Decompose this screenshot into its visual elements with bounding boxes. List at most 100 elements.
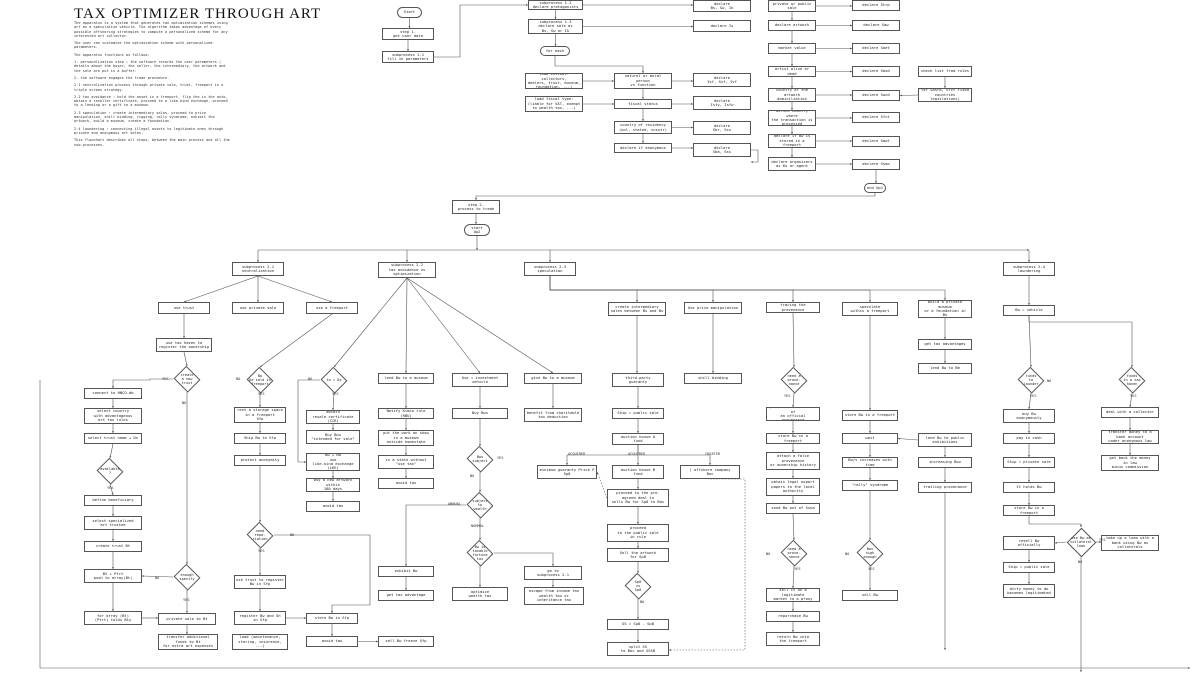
process-box-bwvalue: Bw/v increases with time [842, 457, 898, 468]
connector-arrowhead [1131, 365, 1133, 367]
process-box-obtainreseller: obtain resale certificate (CCR) [306, 410, 360, 424]
decision-node-dLaunder: funds to launder [1017, 366, 1045, 394]
connector-arrowhead [183, 336, 185, 338]
connector-arrowhead [1028, 560, 1030, 562]
intro-paragraph: 1. personalization step : the software r… [74, 60, 226, 73]
process-box-ship3: Ship = public sale [1003, 562, 1055, 573]
decision-node-dProve: need a prove- nance [780, 366, 808, 394]
process-box-loadmaint: load (maintenance, storing, insurance, .… [232, 634, 288, 650]
process-box-dSaet: declare Saet [852, 43, 900, 54]
decision-label: Bwv high enough [863, 546, 877, 560]
process-box-escape: escape from income tax wealth tax or inh… [524, 587, 584, 605]
connector-arrowhead [112, 406, 114, 408]
process-box-sub22: subprocess 2.2 tax avoidance vs optimiza… [378, 262, 436, 278]
connector-arrowhead [850, 163, 852, 165]
process-box-dSasd: declare Sasd [852, 66, 900, 77]
decision-label: need repa- riation [252, 528, 268, 542]
process-box-buildmuseum: build a private museum or a foundation i… [918, 300, 972, 318]
process-box-optimize: optimize wealth tax [452, 587, 508, 601]
intro-paragraph: The apparatus functions as follows: [74, 52, 150, 57]
process-box-sub21: subprocess 2.1 neutralization [232, 262, 284, 276]
edge-label: YES [332, 392, 339, 396]
connector-arrowhead [1080, 525, 1082, 527]
decision-label: Sp8 vs Sp8 [634, 579, 642, 593]
process-box-takeloan: take up a loan with a bank using Bw as c… [1101, 535, 1159, 551]
connector-arrowhead [112, 567, 114, 569]
connector-arrowhead [332, 499, 334, 501]
connector-arrowhead [898, 437, 901, 440]
connector-line [112, 378, 173, 388]
decision-label: enough specify [179, 572, 195, 581]
connector-line [39, 380, 1190, 669]
connector-arrowhead [637, 571, 639, 573]
connector-arrowhead [142, 575, 145, 578]
edge-label: NO [308, 377, 313, 381]
connector-arrowhead [334, 364, 336, 367]
connector-arrowhead [691, 4, 693, 6]
connector-arrowhead [869, 455, 871, 457]
connector-line [1028, 516, 1082, 527]
decision-node-dCollat: use Bw as collateral loan [1066, 527, 1096, 557]
connector-arrowhead [642, 97, 644, 99]
process-box-benefit: benefit from charitable tax deduction [524, 408, 582, 422]
connector-arrowhead [185, 363, 188, 366]
connector-arrowhead [792, 300, 794, 302]
process-box-market: market value [768, 43, 816, 54]
connector-arrowhead [691, 147, 693, 149]
connector-arrowhead [332, 428, 334, 430]
process-box-wait: wait [842, 433, 898, 444]
process-box-selectcountry: select country with advantageous art tax… [84, 408, 142, 424]
connector-arrowhead [791, 64, 793, 66]
edge-label: NO [845, 552, 850, 556]
connector-arrowhead [1029, 364, 1032, 367]
connector-arrowhead [376, 640, 378, 643]
decision-node-dSubject: subject to wealth [466, 491, 494, 519]
process-box-buybw2: buy Bw anonymously [1003, 409, 1055, 423]
connector-arrowhead [669, 649, 671, 651]
process-box-likekind: Bw + Bw use like-kind exchange (LKE) [306, 453, 360, 471]
connector-line [406, 277, 554, 374]
process-box-payincash: pay in cash [1003, 433, 1055, 444]
connector-arrowhead [405, 564, 407, 566]
connector-arrowhead [869, 538, 871, 540]
process-box-collector: deal with a collector [1101, 407, 1159, 418]
decision-label: available ? [100, 466, 120, 475]
process-box-sendbw: send Bw out of Ssna [766, 503, 820, 514]
decision-label: Bws subject [472, 454, 488, 463]
connector-line [297, 379, 320, 463]
decision-node-dAvail: available ? [96, 457, 124, 485]
process-box-avoidtax: avoid tax [306, 636, 358, 647]
process-box-createinter: create intermediary sales between Bs and… [608, 302, 666, 316]
connector-arrowhead [475, 222, 477, 224]
connector-line [109, 443, 114, 459]
connector-arrowhead [259, 520, 261, 522]
connector-arrowhead [526, 4, 528, 6]
process-box-storebw: store Bw in a freeport [1003, 505, 1055, 516]
connector-arrowhead [850, 94, 852, 96]
intro-paragraph: 2.2 tax avoidance : hold the asset in a … [74, 94, 228, 108]
connector-arrowhead [1188, 667, 1190, 669]
process-box-storefreeport2: store Bw in a freeport [766, 433, 820, 444]
decision-label: use Bw as collateral loan [1070, 535, 1092, 549]
edge-label: NO [290, 533, 295, 537]
process-box-specialized: select specialized art trustee [84, 516, 142, 530]
process-box-lendpublic: lend Bw to public exhibitions [918, 433, 972, 447]
process-box-pricemanip: Use price manipulation [684, 302, 742, 314]
process-box-loadfiscal: load fiscal type: (liable for VAT, exemp… [525, 96, 583, 112]
connector-arrowhead [186, 632, 188, 634]
connector-line [751, 149, 759, 163]
connector-arrowhead [112, 539, 114, 541]
connector-arrowhead [186, 562, 188, 564]
edge-label: ANNUAL [448, 502, 461, 506]
connector-arrowhead [156, 617, 158, 619]
process-box-selltaxfree: sell Bw freeze Sfp [378, 636, 434, 647]
connector-arrowhead [554, 17, 557, 19]
connector-arrowhead [792, 450, 794, 452]
connector-line [1028, 315, 1032, 368]
connector-arrowhead [944, 455, 946, 457]
edge-label: ACQUIRED [628, 452, 646, 456]
connector-arrowhead [552, 585, 554, 587]
edge-label: NO [182, 401, 187, 405]
process-box-sellinlegit: sell it on a legitimate market to a prox… [766, 588, 820, 602]
process-box-auctionhouseB: auction house B fund [612, 465, 664, 479]
